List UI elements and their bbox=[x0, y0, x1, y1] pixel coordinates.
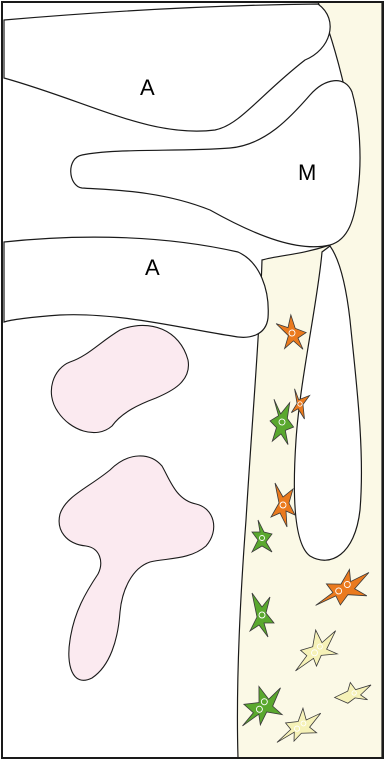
label-a-upper: A bbox=[140, 75, 155, 100]
label-m: M bbox=[298, 160, 316, 185]
pink-blob-upper bbox=[51, 325, 188, 432]
label-a-lower: A bbox=[145, 255, 160, 280]
region-a-lower bbox=[4, 237, 268, 337]
pink-blob-lower bbox=[59, 456, 214, 680]
region-a-upper bbox=[4, 4, 330, 131]
